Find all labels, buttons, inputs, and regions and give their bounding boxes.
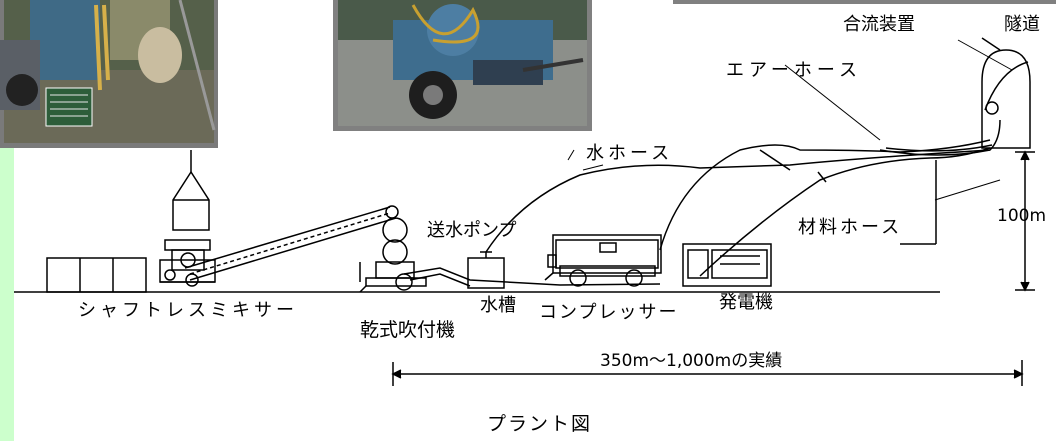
- water-hose-line: [485, 149, 991, 253]
- generator-label: 発電機: [719, 292, 773, 313]
- generator-machine: [682, 243, 772, 287]
- compressor-label: コンプレッサー: [539, 302, 679, 323]
- tunnel-shape: [981, 37, 1031, 149]
- compressor-machine: [544, 234, 662, 287]
- water-hose-label: 水ホース: [586, 143, 674, 164]
- photo-edge: [673, 0, 1056, 4]
- tunnel-label: 隧道: [1004, 14, 1040, 35]
- material-blocks: [46, 257, 147, 293]
- mixer-label: シャフトレスミキサー: [78, 300, 298, 321]
- diagram-title: プラント図: [487, 413, 593, 435]
- distance-label: 350m～1,000mの実績: [600, 351, 783, 371]
- mixer-photo: [0, 0, 218, 148]
- sprayer-label: 乾式吹付機: [360, 319, 456, 341]
- water-tank: [467, 257, 505, 289]
- sprayer-photo: [333, 0, 592, 131]
- material-hose-label: 材料ホース: [798, 217, 903, 238]
- pipe-ground: [403, 267, 661, 286]
- pump-label: 送水ポンプ: [427, 220, 517, 241]
- junction-label: 合流装置: [843, 14, 915, 35]
- conveyor: [184, 205, 399, 281]
- mixer-machine: [159, 239, 216, 287]
- material-hose-line: [699, 147, 991, 277]
- sprayer-machine: [359, 217, 427, 293]
- height-label: 100m: [997, 206, 1047, 226]
- left-strip: [0, 140, 14, 441]
- hopper: [172, 170, 210, 231]
- tank-label: 水槽: [480, 295, 516, 316]
- air-hose-label: エアーホース: [726, 60, 863, 81]
